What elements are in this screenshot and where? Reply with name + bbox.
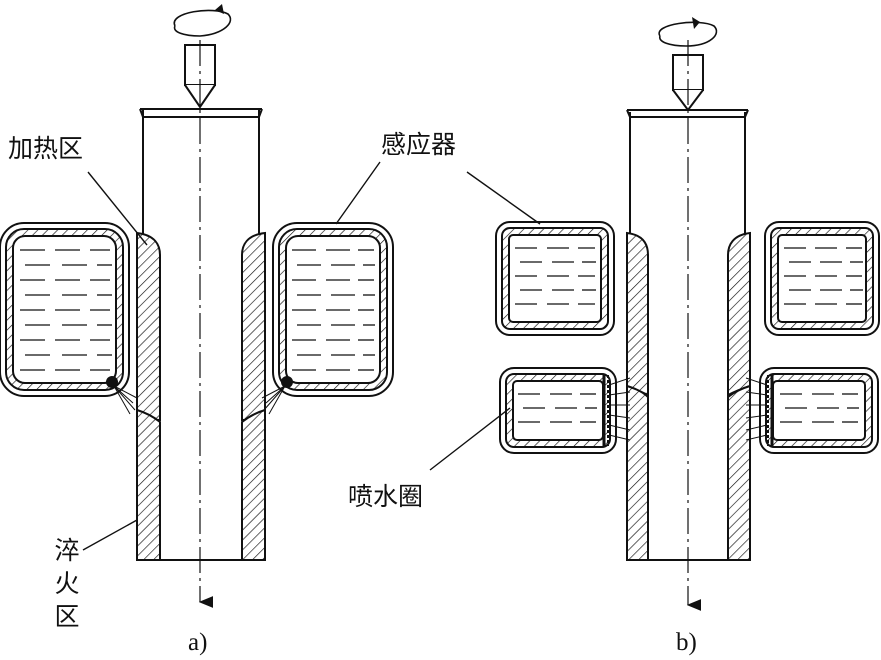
label-quench-zone-char-3: 区	[54, 602, 80, 631]
leader-spray-ring	[429, 407, 511, 471]
caption-a: a)	[188, 629, 208, 656]
leader-heating-zone	[87, 171, 148, 246]
label-spray-ring: 喷水圈	[348, 482, 424, 511]
label-heating-zone: 加热区	[8, 134, 84, 163]
label-inductor-a: 感应器	[381, 130, 457, 159]
caption-b: b)	[676, 629, 697, 656]
inductor-coil-right-b	[764, 221, 880, 336]
leader-inductor-a	[335, 161, 381, 225]
rotation-arrow-icon	[173, 4, 232, 37]
spray-ring-right	[745, 367, 879, 454]
label-quench-zone: 淬 火 区	[52, 538, 82, 637]
label-quench-zone-char-2: 火	[54, 569, 80, 598]
diagram-b	[429, 17, 880, 611]
spray-ring-left	[499, 367, 631, 454]
inductor-coil-right-a	[261, 222, 394, 415]
leader-inductor-b	[466, 171, 541, 225]
hardened-layer-b	[626, 231, 751, 561]
hardened-layer-a	[136, 231, 266, 561]
inductor-coil-left-b	[495, 221, 615, 336]
rotation-arrow-icon	[658, 17, 718, 47]
leader-quench-zone	[82, 519, 138, 551]
inductor-coil-left-a	[0, 222, 138, 415]
diagram-a	[0, 4, 394, 608]
label-quench-zone-char-1: 淬	[54, 536, 80, 565]
